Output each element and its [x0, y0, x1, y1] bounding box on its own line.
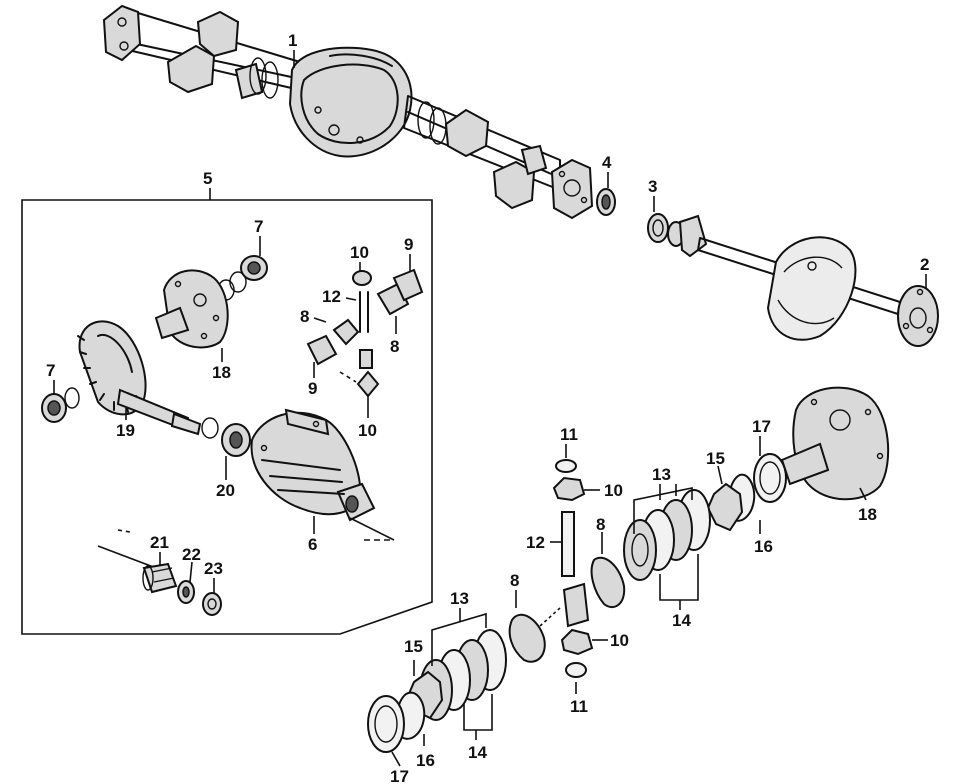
callout-18-lower: 18	[858, 505, 877, 524]
shim-left-inner	[374, 705, 398, 743]
carrier-housing	[250, 408, 376, 522]
side-gear-right	[590, 556, 626, 609]
clutch-pack-right	[623, 489, 711, 581]
callout-8-lower-right: 8	[596, 515, 605, 534]
spider-gears-upper	[306, 268, 424, 398]
carrier-assembly-box	[21, 199, 433, 635]
callout-12-lower: 12	[526, 533, 545, 552]
callout-10-right-upper: 10	[604, 481, 623, 500]
callout-8-lower-left: 8	[510, 571, 519, 590]
axle-seal	[596, 188, 616, 216]
callout-6: 6	[308, 535, 317, 554]
thrust-washer-lower	[565, 662, 587, 678]
callout-12-box: 12	[322, 287, 341, 306]
callout-15-left: 15	[404, 637, 423, 656]
axle-shaft	[697, 236, 939, 347]
callout-14-left: 14	[468, 743, 487, 762]
shim-left	[367, 695, 405, 753]
callout-3: 3	[648, 177, 657, 196]
pinion-sleeve-and-nut	[97, 529, 222, 616]
callout-16-left: 16	[416, 751, 435, 770]
clutch-disc-right-15	[706, 482, 744, 532]
callout-17-left: 17	[390, 767, 409, 784]
pinion-gear-lower	[560, 628, 594, 656]
callout-labels: 1 2 3 4 5 6 7 7 8 8 8 8 9 9 10 10 10 10 …	[46, 31, 929, 784]
ring-and-pinion-gear	[77, 320, 202, 436]
thrust-block	[562, 582, 590, 628]
callout-20: 20	[216, 481, 235, 500]
shim-right-inner	[759, 461, 781, 495]
callout-1: 1	[288, 31, 297, 50]
callout-10-box-lower: 10	[358, 421, 377, 440]
callout-22: 22	[182, 545, 201, 564]
callout-14-right: 14	[672, 611, 691, 630]
pinion-bearing	[201, 417, 251, 457]
callout-17-right: 17	[752, 417, 771, 436]
callout-8-box-right: 8	[390, 337, 399, 356]
callout-23: 23	[204, 559, 223, 578]
callout-10-right-lower: 10	[610, 631, 629, 650]
callout-7-left: 7	[46, 361, 55, 380]
side-gear-left	[508, 613, 546, 663]
differential-case-lower	[780, 386, 890, 501]
carrier-bearing-upper	[217, 255, 268, 301]
thrust-washer-upper	[555, 459, 577, 473]
callout-15-right: 15	[706, 449, 725, 468]
leader-lines	[53, 50, 927, 767]
callout-16-right: 16	[754, 537, 773, 556]
callout-11-lower: 11	[570, 697, 588, 716]
callout-13-right: 13	[652, 465, 671, 484]
side-gear-guide	[539, 607, 561, 627]
pinion-gear-upper	[552, 476, 586, 502]
pinion-shaft-lower	[561, 511, 575, 577]
axle-housing	[102, 4, 594, 220]
callout-5: 5	[203, 169, 212, 188]
pinion-bearing-left	[41, 387, 80, 423]
callout-19: 19	[116, 421, 135, 440]
callout-4: 4	[602, 153, 612, 172]
callout-10-box-upper: 10	[350, 243, 369, 262]
callout-9-upper: 9	[404, 235, 413, 254]
callout-7-upper: 7	[254, 217, 263, 236]
callout-9-lower: 9	[308, 379, 317, 398]
callout-21: 21	[150, 533, 169, 552]
callout-13-left: 13	[450, 589, 469, 608]
callout-18-upper: 18	[212, 363, 231, 382]
callout-2: 2	[920, 255, 929, 274]
callout-8-box-left: 8	[300, 307, 309, 326]
shim-right	[753, 453, 787, 503]
differential-case-upper	[154, 269, 229, 349]
callout-11-upper: 11	[560, 425, 578, 444]
